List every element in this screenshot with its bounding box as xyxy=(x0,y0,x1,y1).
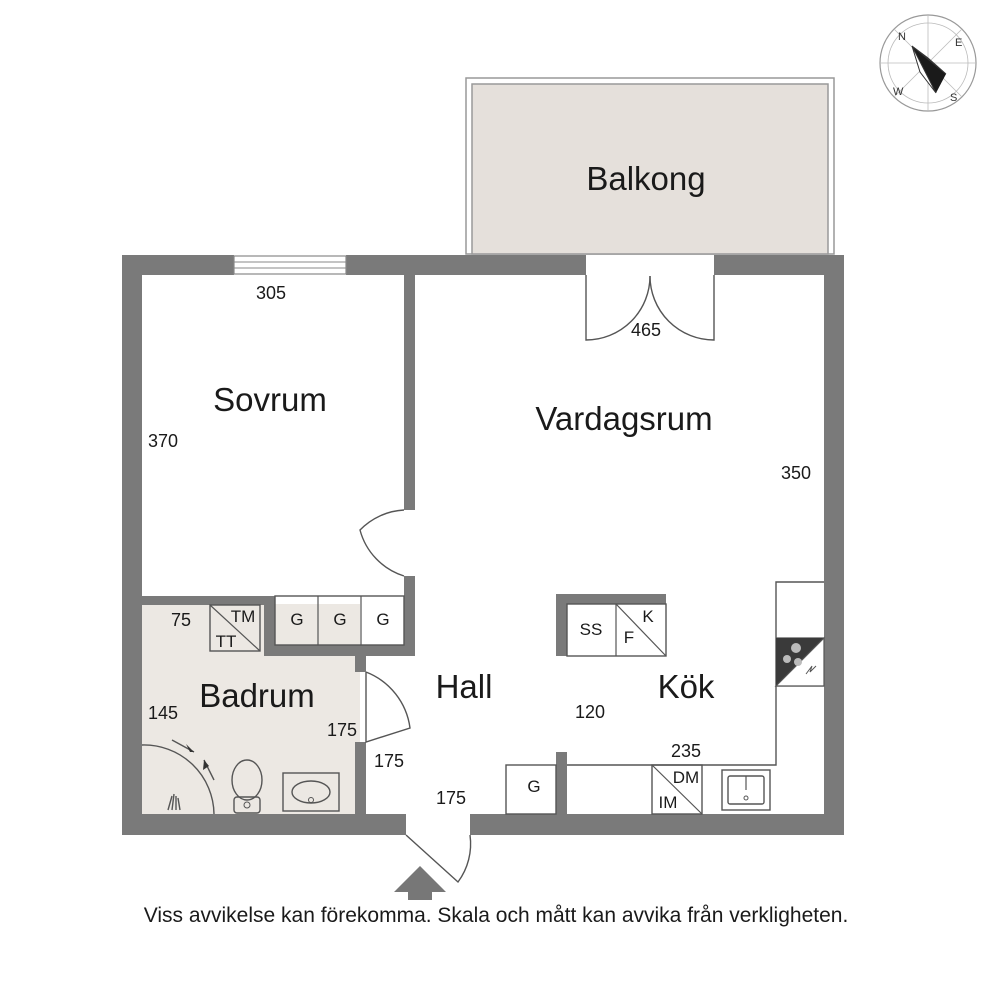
compass-s: S xyxy=(950,92,957,104)
room-label-living: Vardagsrum xyxy=(535,400,712,437)
compass-n: N xyxy=(898,31,906,43)
bedroom-window xyxy=(233,255,347,275)
bedroom-door xyxy=(359,509,405,577)
compass-w: W xyxy=(893,86,904,98)
room-label-kitchen: Kök xyxy=(658,668,715,705)
room-label-hall: Hall xyxy=(436,668,493,705)
toilet xyxy=(231,759,263,814)
interior-walls xyxy=(142,275,666,814)
bathroom-sink xyxy=(282,772,340,812)
label-wardrobe-2: G xyxy=(333,610,346,629)
label-ss: SS xyxy=(580,620,603,639)
dim-hall-bottom: 175 xyxy=(436,788,466,808)
stove xyxy=(774,636,825,687)
balcony-door xyxy=(585,275,715,341)
room-label-balcony: Balkong xyxy=(586,160,705,197)
dim-living-depth: 350 xyxy=(781,463,811,483)
label-im: IM xyxy=(659,793,678,812)
label-wardrobe-3: G xyxy=(376,610,389,629)
compass-rose: N E S W xyxy=(879,14,977,112)
entrance-door xyxy=(394,834,472,900)
dim-bathroom-depth: 145 xyxy=(148,703,178,723)
dim-living-width: 465 xyxy=(631,320,661,340)
shower xyxy=(141,739,215,815)
hall-wardrobes xyxy=(274,595,405,646)
room-label-bedroom: Sovrum xyxy=(213,381,327,418)
compass-e: E xyxy=(955,37,962,49)
balcony xyxy=(465,77,835,255)
dim-bedroom-depth: 370 xyxy=(148,431,178,451)
dim-hall-side: 175 xyxy=(374,751,404,771)
dim-kitchen-counter: 235 xyxy=(671,741,701,761)
kitchen-sink xyxy=(721,769,771,811)
kitchen-island xyxy=(566,603,667,657)
bathroom-door xyxy=(365,671,411,743)
disclaimer-text: Viss avvikelse kan förekomma. Skala och … xyxy=(143,904,849,927)
outer-walls xyxy=(122,255,844,835)
entrance-wardrobe xyxy=(505,764,557,815)
label-wardrobe-4: G xyxy=(527,777,540,796)
label-f: F xyxy=(624,628,634,647)
dishwasher-microwave xyxy=(651,764,703,815)
label-k: K xyxy=(642,607,654,626)
dim-bathroom-right: 175 xyxy=(327,720,357,740)
dim-bathroom-top: 75 xyxy=(171,610,191,630)
bathroom-floor xyxy=(142,604,360,814)
label-tm: TM xyxy=(231,607,256,626)
dim-kitchen-mid: 120 xyxy=(575,702,605,722)
label-tt: TT xyxy=(216,632,237,651)
dim-bedroom-width: 305 xyxy=(256,283,286,303)
label-dm: DM xyxy=(673,768,699,787)
label-wardrobe-1: G xyxy=(290,610,303,629)
washer-dryer xyxy=(209,604,261,652)
room-label-bathroom: Badrum xyxy=(199,677,315,714)
